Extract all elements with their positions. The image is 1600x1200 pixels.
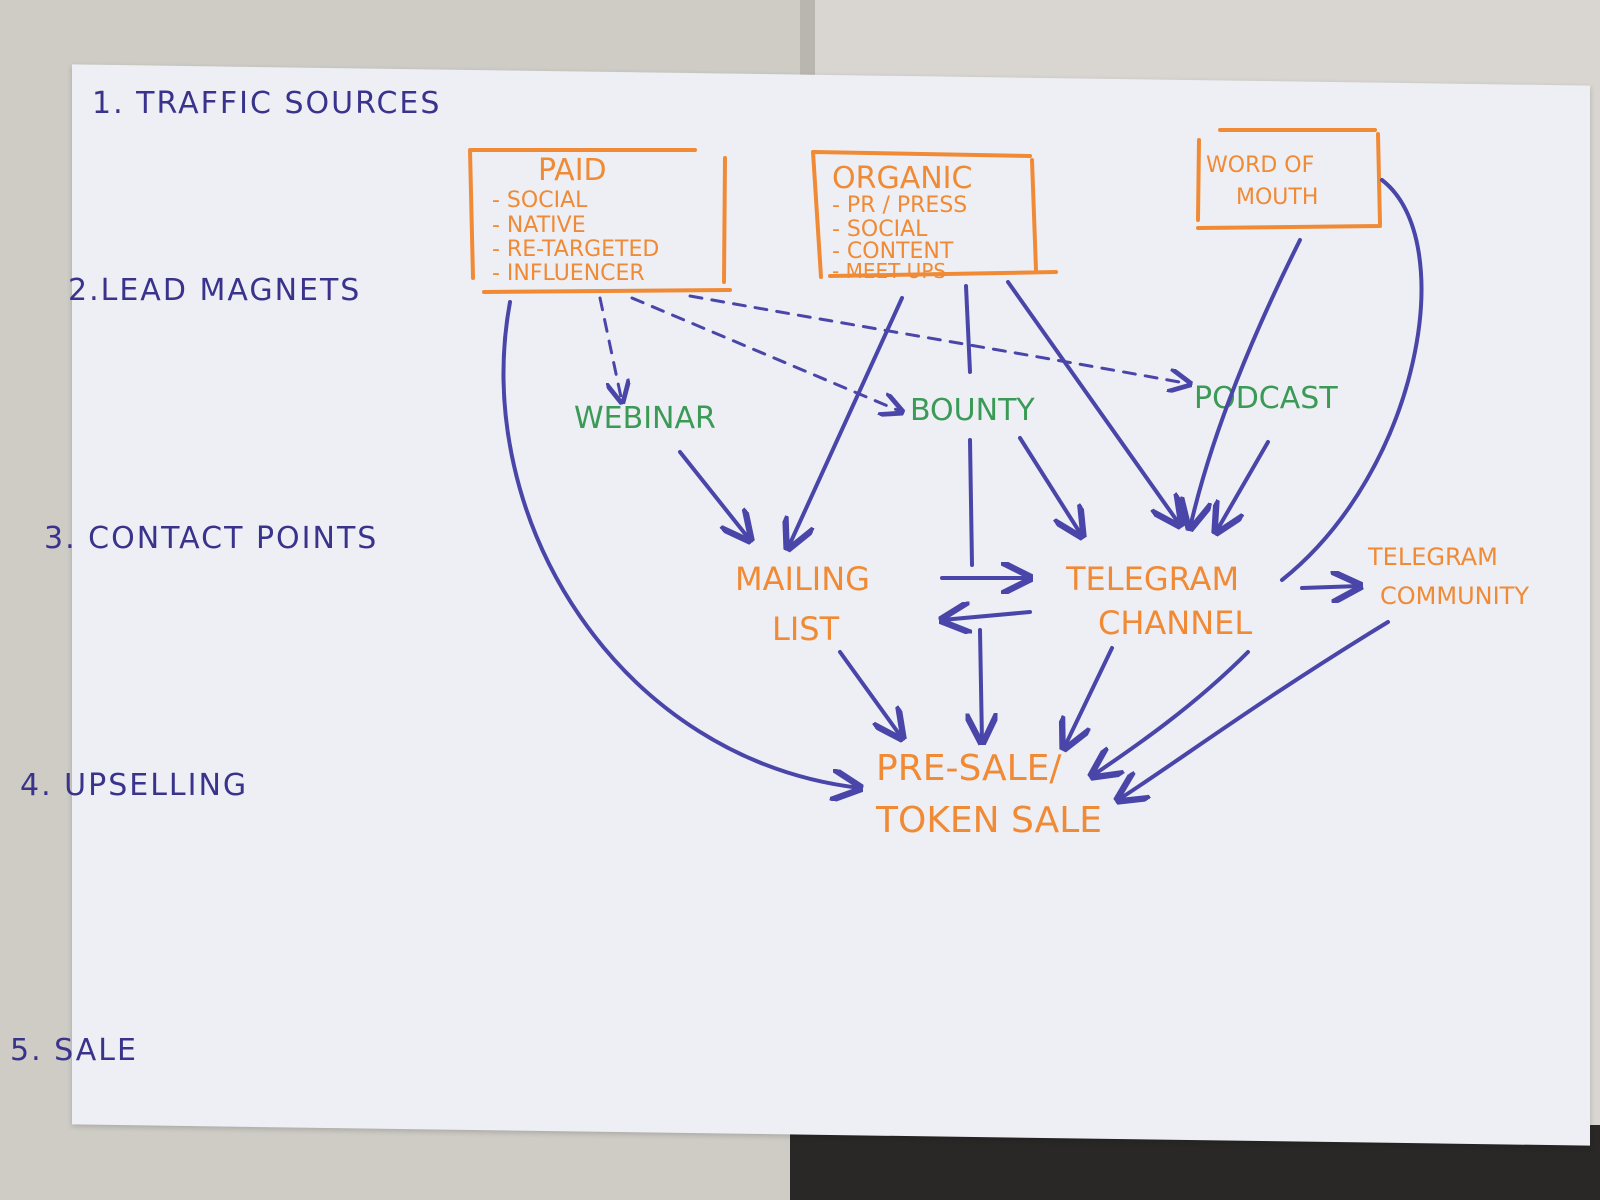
arrow-bounty-column-to-sale bbox=[980, 628, 982, 742]
arrow-podcast-to-telegram bbox=[1216, 440, 1270, 532]
organic-box bbox=[811, 150, 1058, 279]
organic-title: ORGANIC bbox=[832, 161, 972, 196]
organic-item-pr-press: - PR / PRESS bbox=[832, 193, 967, 218]
arrow-telegram-to-community bbox=[1300, 586, 1360, 588]
lead-magnet-podcast: PODCAST bbox=[1194, 381, 1338, 416]
paid-title: PAID bbox=[538, 153, 607, 188]
telegram-community-line2: COMMUNITY bbox=[1380, 582, 1529, 610]
sale-line2: TOKEN SALE bbox=[875, 800, 1102, 841]
organic-item-meet-ups: - MEET UPS bbox=[832, 259, 946, 283]
arrow-organic-to-telegram bbox=[1006, 280, 1180, 525]
word-of-mouth-box bbox=[1196, 128, 1382, 230]
word-of-mouth-line1: WORD OF bbox=[1206, 153, 1314, 178]
line-wom-to-community bbox=[1280, 178, 1424, 582]
stage-label-lead-magnets: 2.LEAD MAGNETS bbox=[68, 273, 361, 308]
stage-label-contact-points: 3. CONTACT POINTS bbox=[44, 521, 378, 556]
paid-item-influencer: - INFLUENCER bbox=[492, 261, 645, 286]
word-of-mouth-line2: MOUTH bbox=[1236, 185, 1318, 210]
dashed-arrow-paid-to-webinar bbox=[598, 296, 622, 402]
line-organic-down-1 bbox=[964, 284, 972, 374]
sale-line1: PRE-SALE/ bbox=[876, 748, 1062, 789]
stage-label-traffic-sources: 1. TRAFFIC SOURCES bbox=[92, 86, 441, 121]
paid-box bbox=[468, 148, 732, 294]
arrow-telegram-channel-to-sale bbox=[1092, 650, 1250, 776]
arrow-webinar-to-mailing bbox=[678, 450, 750, 540]
lead-magnet-webinar: WEBINAR bbox=[574, 401, 716, 436]
paid-item-social: - SOCIAL bbox=[492, 188, 588, 213]
mailing-list-line2: LIST bbox=[772, 610, 840, 648]
arrow-telegram-to-sale bbox=[1064, 646, 1114, 748]
stage-label-sale: 5. SALE bbox=[10, 1033, 138, 1068]
paid-item-native: - NATIVE bbox=[492, 213, 586, 238]
paid-item-retargeted: - RE-TARGETED bbox=[492, 237, 659, 262]
arrow-mailing-to-sale bbox=[838, 650, 902, 738]
lead-magnet-bounty: BOUNTY bbox=[910, 393, 1035, 428]
arrow-wom-to-telegram bbox=[1190, 238, 1302, 528]
organic-item-content: - CONTENT bbox=[832, 239, 954, 264]
dashed-arrow-paid-to-bounty bbox=[630, 296, 902, 412]
arrow-community-to-sale bbox=[1118, 620, 1390, 800]
line-organic-down-2 bbox=[968, 438, 974, 567]
mailing-list-line1: MAILING bbox=[735, 560, 870, 598]
telegram-channel-line2: CHANNEL bbox=[1098, 604, 1252, 642]
arrow-bounty-to-telegram bbox=[1018, 436, 1082, 536]
arrow-organic-to-mailing bbox=[788, 296, 904, 548]
arrow-telegram-to-mailing bbox=[942, 612, 1032, 620]
telegram-community-line1: TELEGRAM bbox=[1367, 543, 1498, 571]
stage-label-upselling: 4. UPSELLING bbox=[20, 768, 248, 803]
dashed-arrow-paid-to-podcast bbox=[688, 294, 1190, 384]
telegram-channel-line1: TELEGRAM bbox=[1065, 560, 1239, 598]
arrow-paid-to-sale bbox=[501, 300, 860, 788]
organic-item-social: - SOCIAL bbox=[832, 217, 928, 242]
